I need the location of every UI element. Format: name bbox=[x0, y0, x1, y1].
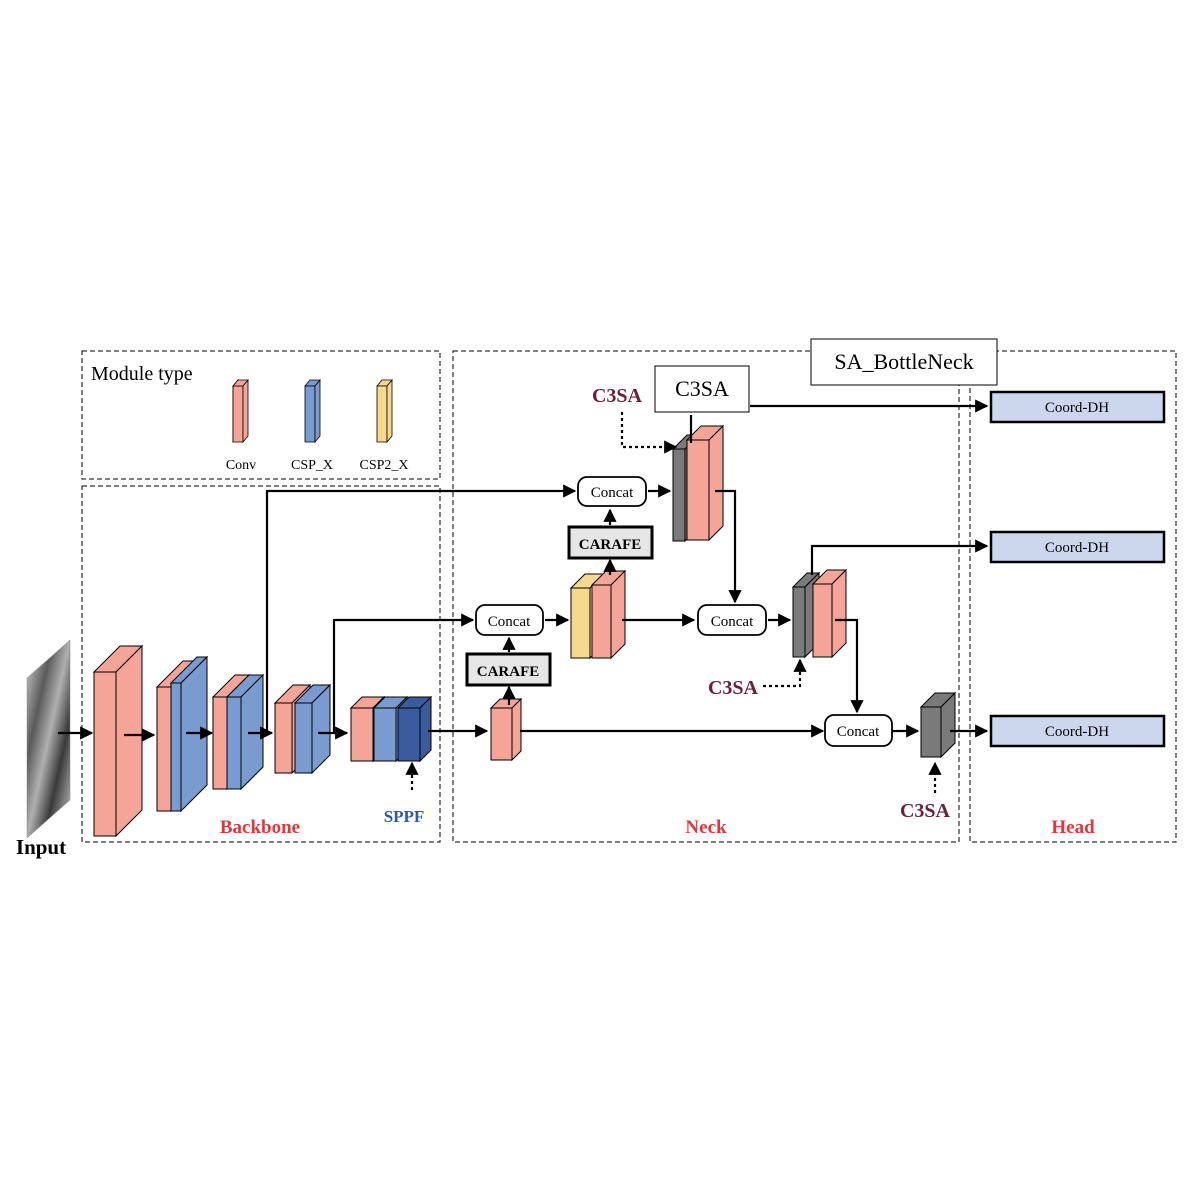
concat-box-mid-left bbox=[475, 604, 544, 636]
legend-title: Module type bbox=[91, 363, 193, 385]
conv-block-neck-2 bbox=[590, 569, 627, 660]
backbone-label: Backbone bbox=[220, 817, 300, 838]
conv-block-neck-4 bbox=[811, 568, 848, 659]
legend-conv-icon bbox=[232, 385, 244, 443]
neck-panel bbox=[452, 350, 960, 843]
conv-block-neck-1 bbox=[489, 697, 523, 762]
coord-dh-label-top: Coord-DH bbox=[1045, 400, 1109, 416]
coord-dh-box-top bbox=[989, 390, 1166, 424]
c3sa-label-top: C3SA bbox=[592, 385, 643, 407]
legend-panel bbox=[81, 350, 441, 480]
legend-csp2-label: CSP2_X bbox=[359, 458, 408, 473]
sppf-block bbox=[396, 695, 433, 763]
carafe-box-top bbox=[567, 525, 654, 560]
head-panel bbox=[969, 350, 1177, 843]
concat-label-mid-left: Concat bbox=[488, 614, 531, 630]
c3sa-box-label: C3SA bbox=[675, 376, 729, 401]
concat-box-mid-right bbox=[697, 604, 767, 636]
legend-conv-label: Conv bbox=[226, 458, 256, 473]
c3sa-block-bottom bbox=[919, 691, 957, 759]
c3sa-box bbox=[654, 365, 750, 413]
c3sa-label-mid: C3SA bbox=[708, 677, 759, 699]
conv-block-1 bbox=[92, 644, 144, 838]
csp-block-4 bbox=[372, 695, 409, 763]
sa-bottleneck-box bbox=[810, 338, 998, 386]
csp-block-3 bbox=[293, 683, 332, 775]
legend-csp-icon bbox=[304, 385, 316, 443]
concat-label-bottom: Concat bbox=[837, 724, 880, 740]
concat-label-mid-right: Concat bbox=[711, 614, 754, 630]
carafe-label-top: CARAFE bbox=[579, 537, 642, 553]
coord-dh-label-mid: Coord-DH bbox=[1045, 540, 1109, 556]
head-label: Head bbox=[1051, 817, 1095, 838]
concat-box-top bbox=[577, 476, 647, 507]
conv-block-neck-3 bbox=[685, 424, 725, 542]
c3sa-dotted-links bbox=[405, 412, 942, 793]
connections bbox=[58, 399, 989, 742]
c3sa-label-bottom: C3SA bbox=[900, 800, 951, 822]
legend-csp-label: CSP_X bbox=[291, 458, 333, 473]
concat-box-bottom bbox=[824, 714, 893, 747]
coord-dh-box-bottom bbox=[989, 714, 1166, 748]
legend-csp2-icon bbox=[376, 385, 388, 443]
carafe-label-bottom: CARAFE bbox=[477, 664, 540, 680]
sppf-label: SPPF bbox=[384, 807, 425, 826]
concat-label-top: Concat bbox=[591, 485, 634, 501]
carafe-box-bottom bbox=[465, 652, 552, 687]
sa-bottleneck-label: SA_BottleNeck bbox=[834, 349, 973, 374]
feature-blocks bbox=[92, 424, 957, 838]
backbone-panel bbox=[81, 485, 441, 843]
coord-dh-label-bottom: Coord-DH bbox=[1045, 724, 1109, 740]
input-label: Input bbox=[16, 835, 66, 859]
neck-label: Neck bbox=[685, 817, 727, 838]
legend-icons bbox=[232, 378, 393, 444]
coord-dh-box-mid bbox=[989, 530, 1166, 564]
input-image bbox=[26, 639, 71, 839]
